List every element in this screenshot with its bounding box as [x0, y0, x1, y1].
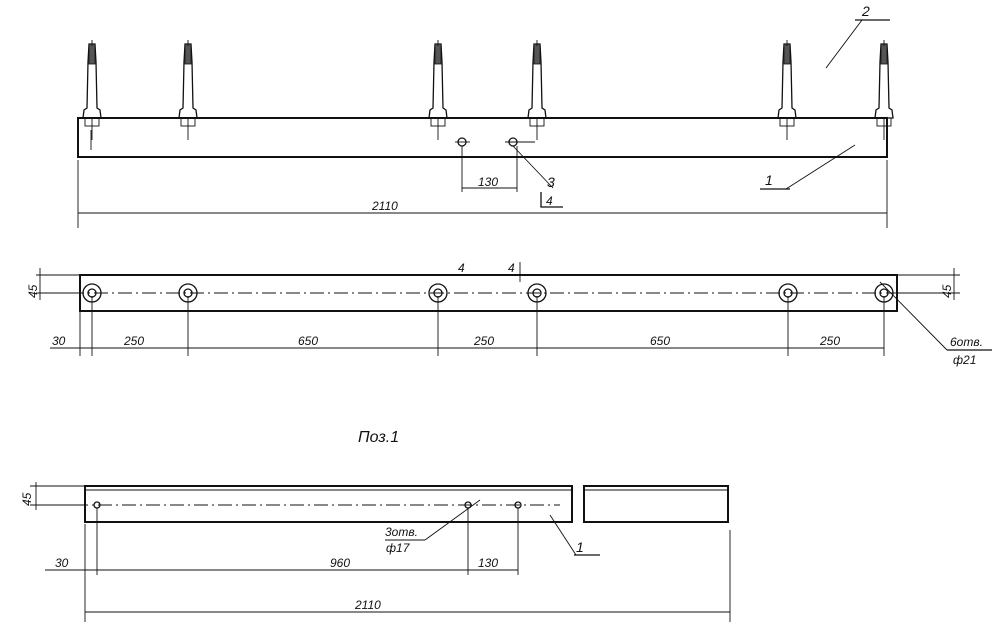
dim-250: 250: [123, 334, 144, 348]
bar-elevation: [77, 117, 888, 158]
insulator-post: [527, 40, 547, 140]
dim-130: 130: [478, 175, 498, 189]
part-label: Поз.1: [358, 429, 399, 446]
section-mark-a: 4: [458, 261, 465, 275]
holes-note: 6отв.: [950, 335, 983, 349]
dim-45-right: 45: [940, 284, 954, 298]
callout-1: 1: [576, 539, 584, 555]
section-mark-b: 4: [508, 261, 515, 275]
plan-view: 45 45 4 4 30 250 650 250 650 250 6отв. ф…: [26, 261, 992, 367]
dim-45: 45: [20, 492, 34, 506]
callout-2: 2: [861, 3, 870, 19]
insulator-post: [428, 40, 448, 140]
holes-note: 3отв.: [385, 525, 418, 539]
dim-650: 650: [298, 334, 318, 348]
dim-30: 30: [52, 334, 66, 348]
dim-960: 960: [330, 556, 350, 570]
top-view: 130 3 4 1 2 2110: [77, 3, 894, 228]
bar-part-segment: [84, 485, 573, 523]
dim-2110: 2110: [371, 199, 398, 213]
holes-diameter: ф21: [953, 353, 976, 367]
dim-250: 250: [819, 334, 840, 348]
bar-part-segment: [583, 485, 729, 523]
dim-650: 650: [650, 334, 670, 348]
part-view: 45 30 960 130 2110 3отв. ф17 1: [20, 482, 731, 622]
dim-250: 250: [473, 334, 494, 348]
insulator-post: [874, 40, 894, 140]
dim-30: 30: [55, 556, 69, 570]
callout-1: 1: [765, 172, 773, 188]
dim-45-left: 45: [26, 284, 40, 298]
insulator-post: [178, 40, 198, 140]
callout-3: 3: [547, 174, 555, 190]
insulator-posts: [82, 40, 894, 140]
callout-3-sub: 4: [546, 194, 553, 208]
insulator-post: [777, 40, 797, 140]
dim-2110: 2110: [354, 598, 381, 612]
holes-diameter: ф17: [386, 541, 411, 555]
dim-130: 130: [478, 556, 498, 570]
insulator-post: [82, 40, 102, 140]
